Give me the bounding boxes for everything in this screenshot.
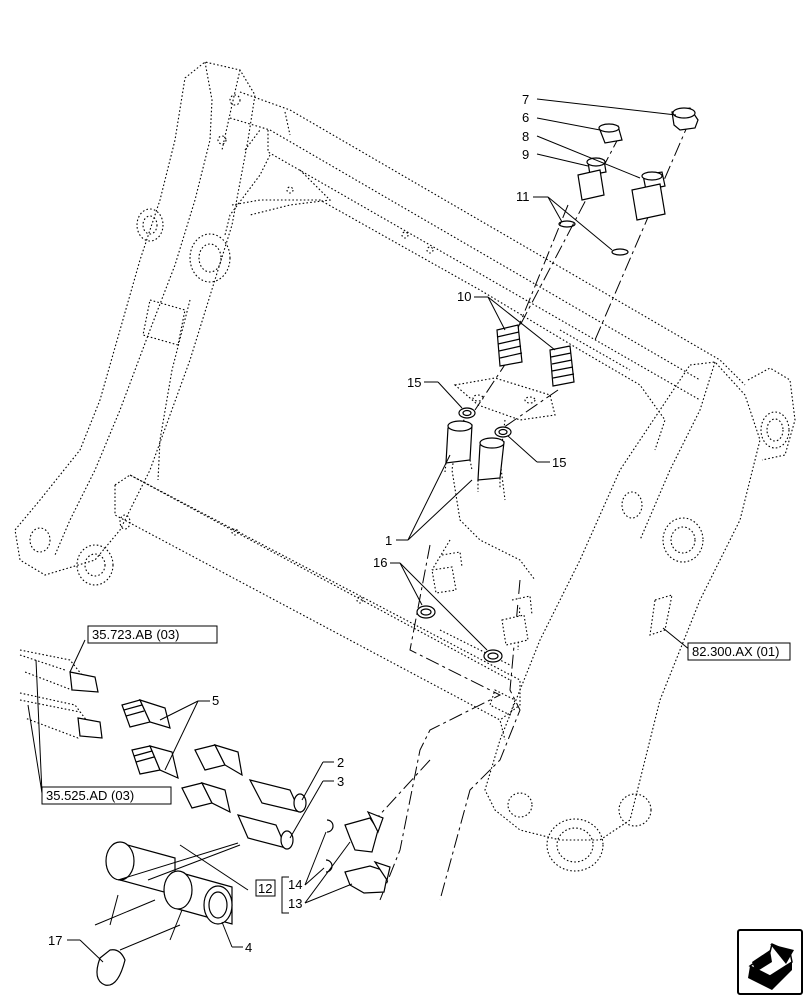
callout-9: 9 (522, 147, 529, 162)
center-lines (374, 119, 691, 901)
loader-frame (14, 61, 796, 872)
adapters-5 (121, 699, 179, 780)
reference-label-35-525-ad: 35.525.AD (03) (46, 788, 134, 803)
connectors-middle (181, 744, 243, 814)
callout-16: 16 (373, 555, 387, 570)
callout-15-lower: 15 (552, 455, 566, 470)
callout-6: 6 (522, 110, 529, 125)
cap-6 (598, 123, 623, 144)
callout-1: 1 (385, 533, 392, 548)
callout-labels: 7 6 8 9 11 10 15 15 1 16 5 2 3 14 13 4 1… (48, 92, 566, 955)
callout-4: 4 (245, 940, 252, 955)
reference-82-300-ax[interactable]: 82.300.AX (01) (687, 642, 791, 661)
fittings-2-3 (236, 779, 307, 850)
callout-3: 3 (337, 774, 344, 789)
coupler-9 (577, 157, 607, 201)
coupler-8 (631, 171, 666, 221)
hose-fittings-1 (431, 420, 533, 646)
leader-lines (27, 98, 691, 963)
callout-bracket-12 (281, 876, 289, 914)
callout-7: 7 (522, 92, 529, 107)
callout-11: 11 (516, 189, 530, 204)
next-page-arrow-icon[interactable] (737, 929, 803, 995)
reference-35-525-ad[interactable]: 35.525.AD (03) (41, 786, 172, 805)
callout-5: 5 (212, 693, 219, 708)
callout-13: 13 (288, 896, 302, 911)
callout-12: 12 (258, 881, 272, 896)
callout-14: 14 (288, 877, 302, 892)
callout-2: 2 (337, 755, 344, 770)
callout-10: 10 (457, 289, 471, 304)
callout-12-box: 12 (255, 879, 276, 897)
hoses-reference (19, 649, 103, 739)
elbows-13 (344, 810, 391, 894)
callout-8: 8 (522, 129, 529, 144)
reference-35-723-ab[interactable]: 35.723.AB (03) (87, 625, 218, 644)
cap-7 (671, 107, 699, 131)
seals-16 (416, 605, 503, 663)
seals-15 (458, 407, 512, 438)
reference-label-82-300-ax: 82.300.AX (01) (692, 644, 779, 659)
callout-15-upper: 15 (407, 375, 421, 390)
cable-tie-17 (96, 949, 126, 986)
callout-17: 17 (48, 933, 62, 948)
o-rings-11 (558, 220, 629, 256)
adapters-10 (496, 324, 575, 387)
sleeve-4 (105, 841, 233, 925)
reference-label-35-723-ab: 35.723.AB (03) (92, 627, 179, 642)
clips-14 (325, 819, 334, 873)
